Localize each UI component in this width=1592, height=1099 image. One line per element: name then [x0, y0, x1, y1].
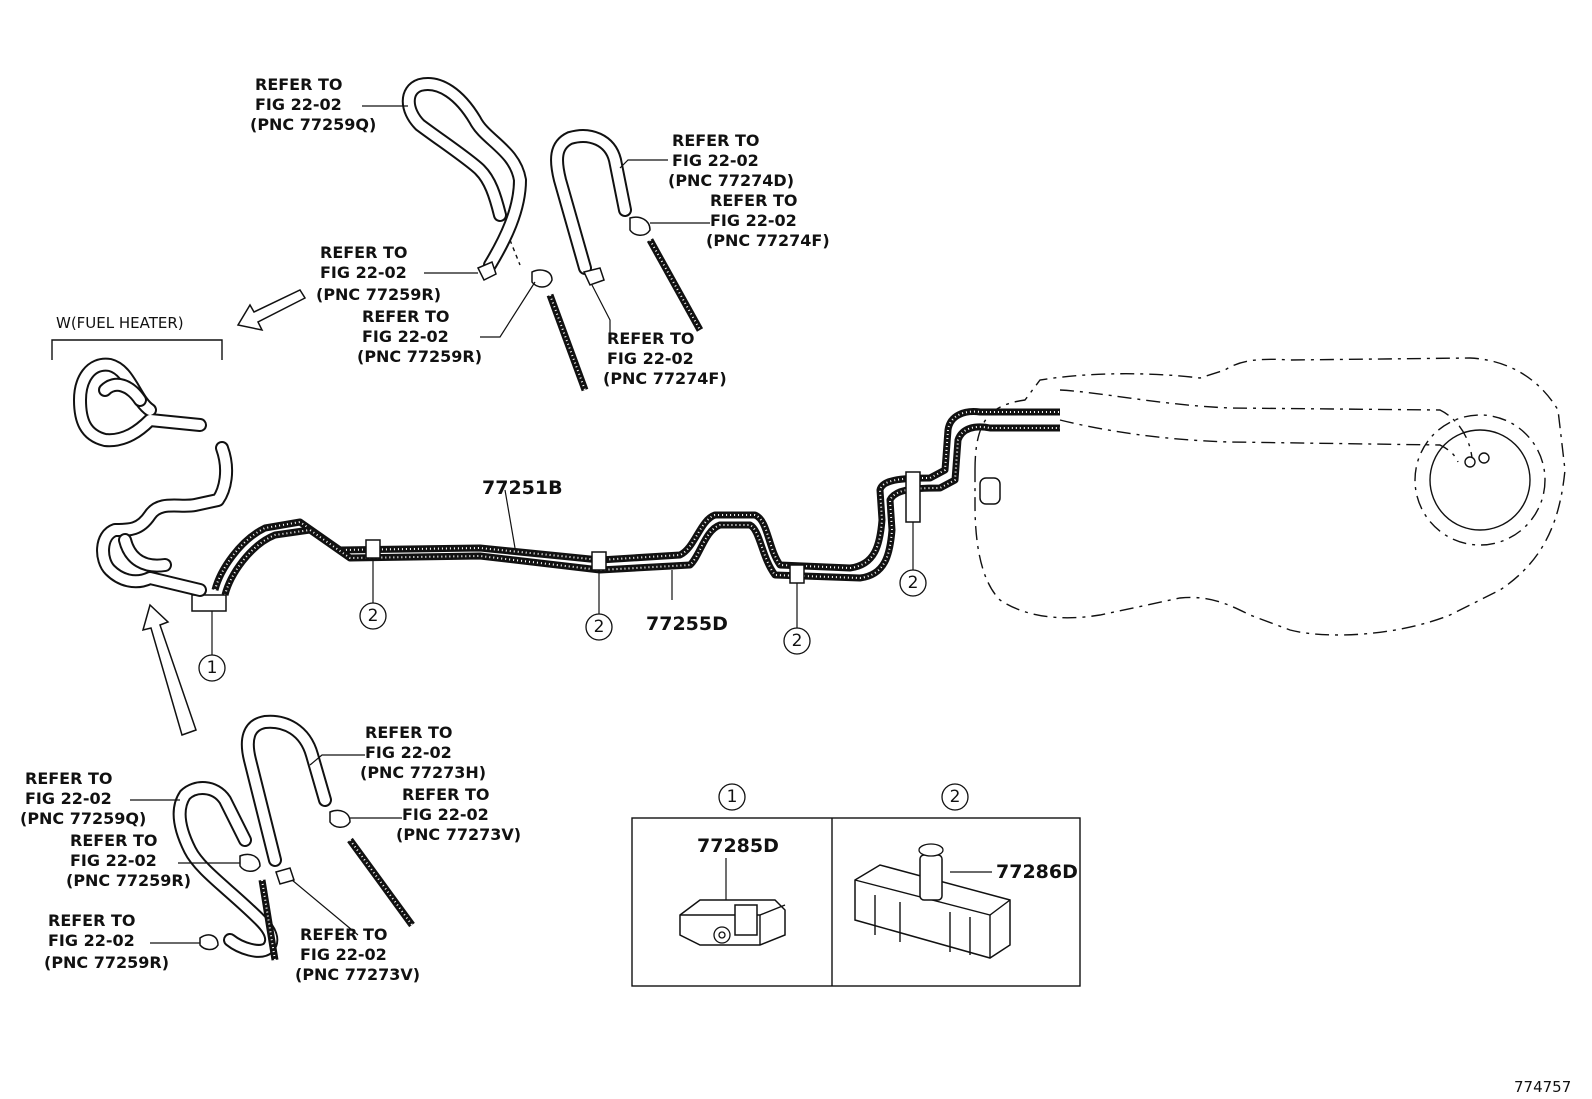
- svg-text:REFER TO: REFER TO: [25, 769, 113, 788]
- refer-note-r10: REFER TO FIG 22-02 (PNC 77259R): [66, 831, 191, 890]
- upper-leader-lines: [362, 105, 710, 338]
- refer-note-r7: REFER TO FIG 22-02 (PNC 77273H): [360, 723, 486, 782]
- left-hose-group: [96, 441, 234, 597]
- svg-text:FIG 22-02: FIG 22-02: [710, 211, 797, 230]
- callout-2-a: 2: [368, 606, 379, 626]
- svg-text:FIG 22-02: FIG 22-02: [320, 263, 407, 282]
- svg-text:(PNC 77259R): (PNC 77259R): [357, 347, 482, 366]
- svg-text:FIG 22-02: FIG 22-02: [402, 805, 489, 824]
- part-number-77286d: 77286D: [996, 861, 1078, 883]
- svg-text:(PNC 77259R): (PNC 77259R): [44, 953, 169, 972]
- leader-lines: [211, 489, 914, 655]
- part-number-77255d: 77255D: [646, 613, 728, 635]
- svg-text:FIG 22-02: FIG 22-02: [362, 327, 449, 346]
- svg-text:(PNC 77259R): (PNC 77259R): [66, 871, 191, 890]
- refer-note-r5: REFER TO FIG 22-02 (PNC 77259R): [357, 307, 482, 366]
- direction-arrows: [141, 289, 307, 736]
- svg-text:REFER TO: REFER TO: [48, 911, 136, 930]
- svg-text:REFER TO: REFER TO: [362, 307, 450, 326]
- fuel-tank-outline: [974, 357, 1566, 636]
- svg-text:REFER TO: REFER TO: [402, 785, 490, 804]
- svg-text:(PNC 77273H): (PNC 77273H): [360, 763, 486, 782]
- refer-note-r12: REFER TO FIG 22-02 (PNC 77273V): [295, 925, 420, 984]
- svg-text:FIG 22-02: FIG 22-02: [607, 349, 694, 368]
- lower-leader-lines: [130, 754, 402, 944]
- refer-note-r2: REFER TO FIG 22-02 (PNC 77274D): [668, 131, 794, 190]
- svg-text:REFER TO: REFER TO: [300, 925, 388, 944]
- svg-text:REFER TO: REFER TO: [672, 131, 760, 150]
- svg-text:REFER TO: REFER TO: [255, 75, 343, 94]
- svg-text:FIG 22-02: FIG 22-02: [48, 931, 135, 950]
- svg-text:(PNC 77259Q): (PNC 77259Q): [20, 809, 146, 828]
- refer-note-r11: REFER TO FIG 22-02 (PNC 77259R): [44, 911, 169, 972]
- svg-text:(PNC 77274D): (PNC 77274D): [668, 171, 794, 190]
- refer-note-r3: REFER TO FIG 22-02 (PNC 77274F): [706, 191, 830, 250]
- main-fuel-tube-assembly: [191, 408, 1060, 612]
- lower-hose-group: [172, 714, 415, 961]
- clamp-2-illustration: [854, 843, 1011, 959]
- fuel-heater-variant: W(FUEL HEATER): [51, 314, 223, 448]
- svg-text:REFER TO: REFER TO: [607, 329, 695, 348]
- part-number-77251b: 77251B: [482, 477, 563, 499]
- svg-text:REFER TO: REFER TO: [320, 243, 408, 262]
- fuel-heater-label: W(FUEL HEATER): [56, 314, 184, 332]
- refer-note-r8: REFER TO FIG 22-02 (PNC 77259Q): [20, 769, 146, 828]
- callout-1: 1: [207, 658, 218, 678]
- svg-text:FIG 22-02: FIG 22-02: [70, 851, 157, 870]
- svg-text:(PNC 77274F): (PNC 77274F): [706, 231, 830, 250]
- svg-text:REFER TO: REFER TO: [70, 831, 158, 850]
- svg-text:FIG 22-02: FIG 22-02: [672, 151, 759, 170]
- svg-text:FIG 22-02: FIG 22-02: [365, 743, 452, 762]
- upper-hose-group: [401, 77, 704, 392]
- detail-callout-2: 2: [950, 787, 961, 807]
- svg-text:FIG 22-02: FIG 22-02: [25, 789, 112, 808]
- refer-note-r6: REFER TO FIG 22-02 (PNC 77274F): [603, 329, 727, 388]
- svg-text:FIG 22-02: FIG 22-02: [300, 945, 387, 964]
- callout-circles: 1 2 2 2 2: [198, 569, 927, 682]
- clamp-detail-boxes: 1 2 77285D 77286D: [631, 783, 1081, 987]
- refer-note-r9: REFER TO FIG 22-02 (PNC 77273V): [396, 785, 521, 844]
- svg-text:REFER TO: REFER TO: [710, 191, 798, 210]
- refer-note-r4: REFER TO FIG 22-02 (PNC 77259R): [316, 243, 441, 304]
- callout-2-d: 2: [908, 573, 919, 593]
- svg-text:(PNC 77274F): (PNC 77274F): [603, 369, 727, 388]
- callout-2-b: 2: [594, 617, 605, 637]
- refer-note-r1: REFER TO FIG 22-02 (PNC 77259Q): [250, 75, 376, 134]
- svg-text:(PNC 77273V): (PNC 77273V): [396, 825, 521, 844]
- svg-text:(PNC 77259R): (PNC 77259R): [316, 285, 441, 304]
- detail-callout-1: 1: [727, 787, 738, 807]
- figure-id: 774757: [1514, 1078, 1571, 1096]
- svg-text:FIG 22-02: FIG 22-02: [255, 95, 342, 114]
- callout-2-c: 2: [792, 631, 803, 651]
- part-number-77285d: 77285D: [697, 835, 779, 857]
- clamp-1-illustration: [679, 899, 786, 946]
- svg-text:(PNC 77273V): (PNC 77273V): [295, 965, 420, 984]
- svg-text:(PNC 77259Q): (PNC 77259Q): [250, 115, 376, 134]
- svg-text:REFER TO: REFER TO: [365, 723, 453, 742]
